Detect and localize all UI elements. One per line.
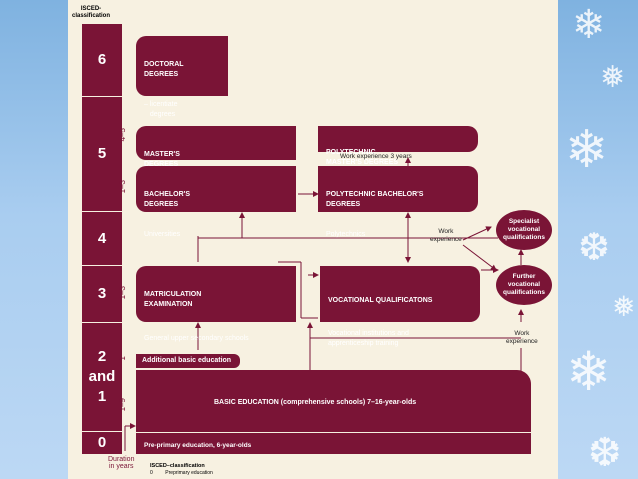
snowflake-icon: ❆	[578, 225, 610, 269]
matriculation-box: MATRICULATION EXAMINATION General upper …	[136, 266, 296, 342]
work-experience-upper: Work experience	[430, 228, 462, 243]
basic-education-box: BASIC EDUCATION (comprehensive schools) …	[136, 370, 531, 454]
doctoral-degrees-box: DOCTORAL DEGREES – licentiate degrees	[136, 36, 228, 118]
poly-masters-title: POLYTECHNIC MASTER'S DEGREES	[326, 149, 399, 166]
snowflake-icon: ❄	[566, 340, 612, 403]
doctoral-sub: – licentiate degrees	[144, 101, 178, 118]
masters-degrees-box: MASTER'S DEGREES	[136, 126, 296, 168]
matriculation-sub: General upper secondary schools	[144, 335, 249, 342]
poly-masters-box: POLYTECHNIC MASTER'S DEGREES	[318, 126, 478, 166]
masters-title: MASTER'S DEGREES	[144, 151, 180, 168]
additional-basic-label: Additional basic education	[142, 357, 232, 364]
work-experience-3-years: Work experience 3 years	[340, 153, 412, 160]
poly-bachelors-sub: Polytechnics	[326, 231, 366, 238]
snowflake-icon: ❄	[565, 120, 609, 180]
level-3: 3	[82, 266, 122, 322]
level-2-and-1: 2 and 1	[82, 323, 122, 431]
bachelors-title: BACHELOR'S DEGREES	[144, 191, 190, 208]
duration-legend: Duration in years	[108, 456, 135, 470]
snowflake-icon: ❅	[612, 290, 636, 323]
poly-bachelors-title: POLYTECHNIC BACHELOR'S DEGREES	[326, 191, 424, 208]
isced-legend-item: 0 Preprimary education	[150, 470, 213, 476]
snowflake-icon: ❄	[572, 2, 606, 48]
diagram-slide: ISCED- classification 6 5 4 3 2 and 1 0 …	[68, 0, 558, 479]
further-vocational-oval: Further vocational qualifications	[496, 265, 552, 305]
snowflake-icon: ❅	[600, 60, 626, 95]
snowflake-icon: ❆	[588, 430, 622, 476]
vocational-box: VOCATIONAL QUALIFICATONS Vocational inst…	[320, 266, 480, 347]
specialist-vocational-oval: Specialist vocational qualifications	[496, 210, 552, 250]
vocational-title: VOCATIONAL QUALIFICATONS	[328, 297, 433, 304]
doctoral-title: DOCTORAL DEGREES	[144, 61, 184, 78]
basic-education-label: BASIC EDUCATION (comprehensive schools) …	[214, 399, 417, 406]
bachelors-degrees-box: BACHELOR'S DEGREES Universities	[136, 166, 296, 238]
vocational-sub: Vocational institutions and apprenticesh…	[328, 330, 409, 347]
level-6: 6	[82, 24, 122, 96]
divider	[136, 432, 531, 433]
level-5: 5	[82, 97, 122, 211]
isced-legend-title: ISCED–classification	[150, 463, 205, 469]
isced-header: ISCED- classification	[72, 6, 111, 19]
preprimary-label: Pre-primary education, 6-year-olds	[144, 442, 252, 449]
work-experience-lower: Work experience	[506, 330, 538, 345]
matriculation-title: MATRICULATION EXAMINATION	[144, 291, 202, 308]
level-0: 0	[82, 432, 122, 454]
level-4: 4	[82, 212, 122, 265]
additional-basic-box: Additional basic education	[136, 354, 240, 368]
bachelors-sub: Universities	[144, 231, 181, 238]
poly-bachelors-box: POLYTECHNIC BACHELOR'S DEGREES Polytechn…	[318, 166, 478, 238]
